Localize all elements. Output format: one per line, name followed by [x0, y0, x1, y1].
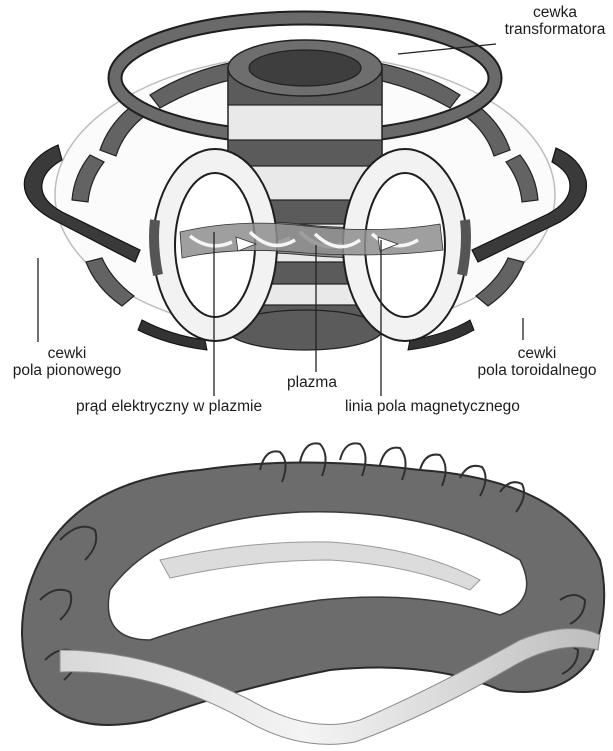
magnetic-field-line-label: linia pola magnetycznego	[345, 398, 520, 415]
vertical-field-coils-label-line2: pola pionowego	[2, 362, 132, 379]
vertical-field-coils-label: cewki pola pionowego	[2, 345, 132, 379]
transformer-coil-label: cewka transformatora	[500, 4, 610, 38]
tokamak-diagram	[24, 18, 586, 396]
toroidal-field-coils-label-line1: cewki	[462, 345, 612, 362]
plasma-current-label: prąd elektryczny w plazmie	[76, 398, 262, 415]
transformer-coil-label-line2: transformatora	[500, 21, 610, 38]
plasma-label: plazma	[287, 374, 337, 391]
toroidal-field-coils-label: cewki pola toroidalnego	[462, 345, 612, 379]
stellarator-diagram	[22, 443, 604, 744]
transformer-coil-label-line1: cewka	[500, 4, 610, 21]
toroidal-field-coils-label-line2: pola toroidalnego	[462, 362, 612, 379]
vertical-field-coils-label-line1: cewki	[2, 345, 132, 362]
